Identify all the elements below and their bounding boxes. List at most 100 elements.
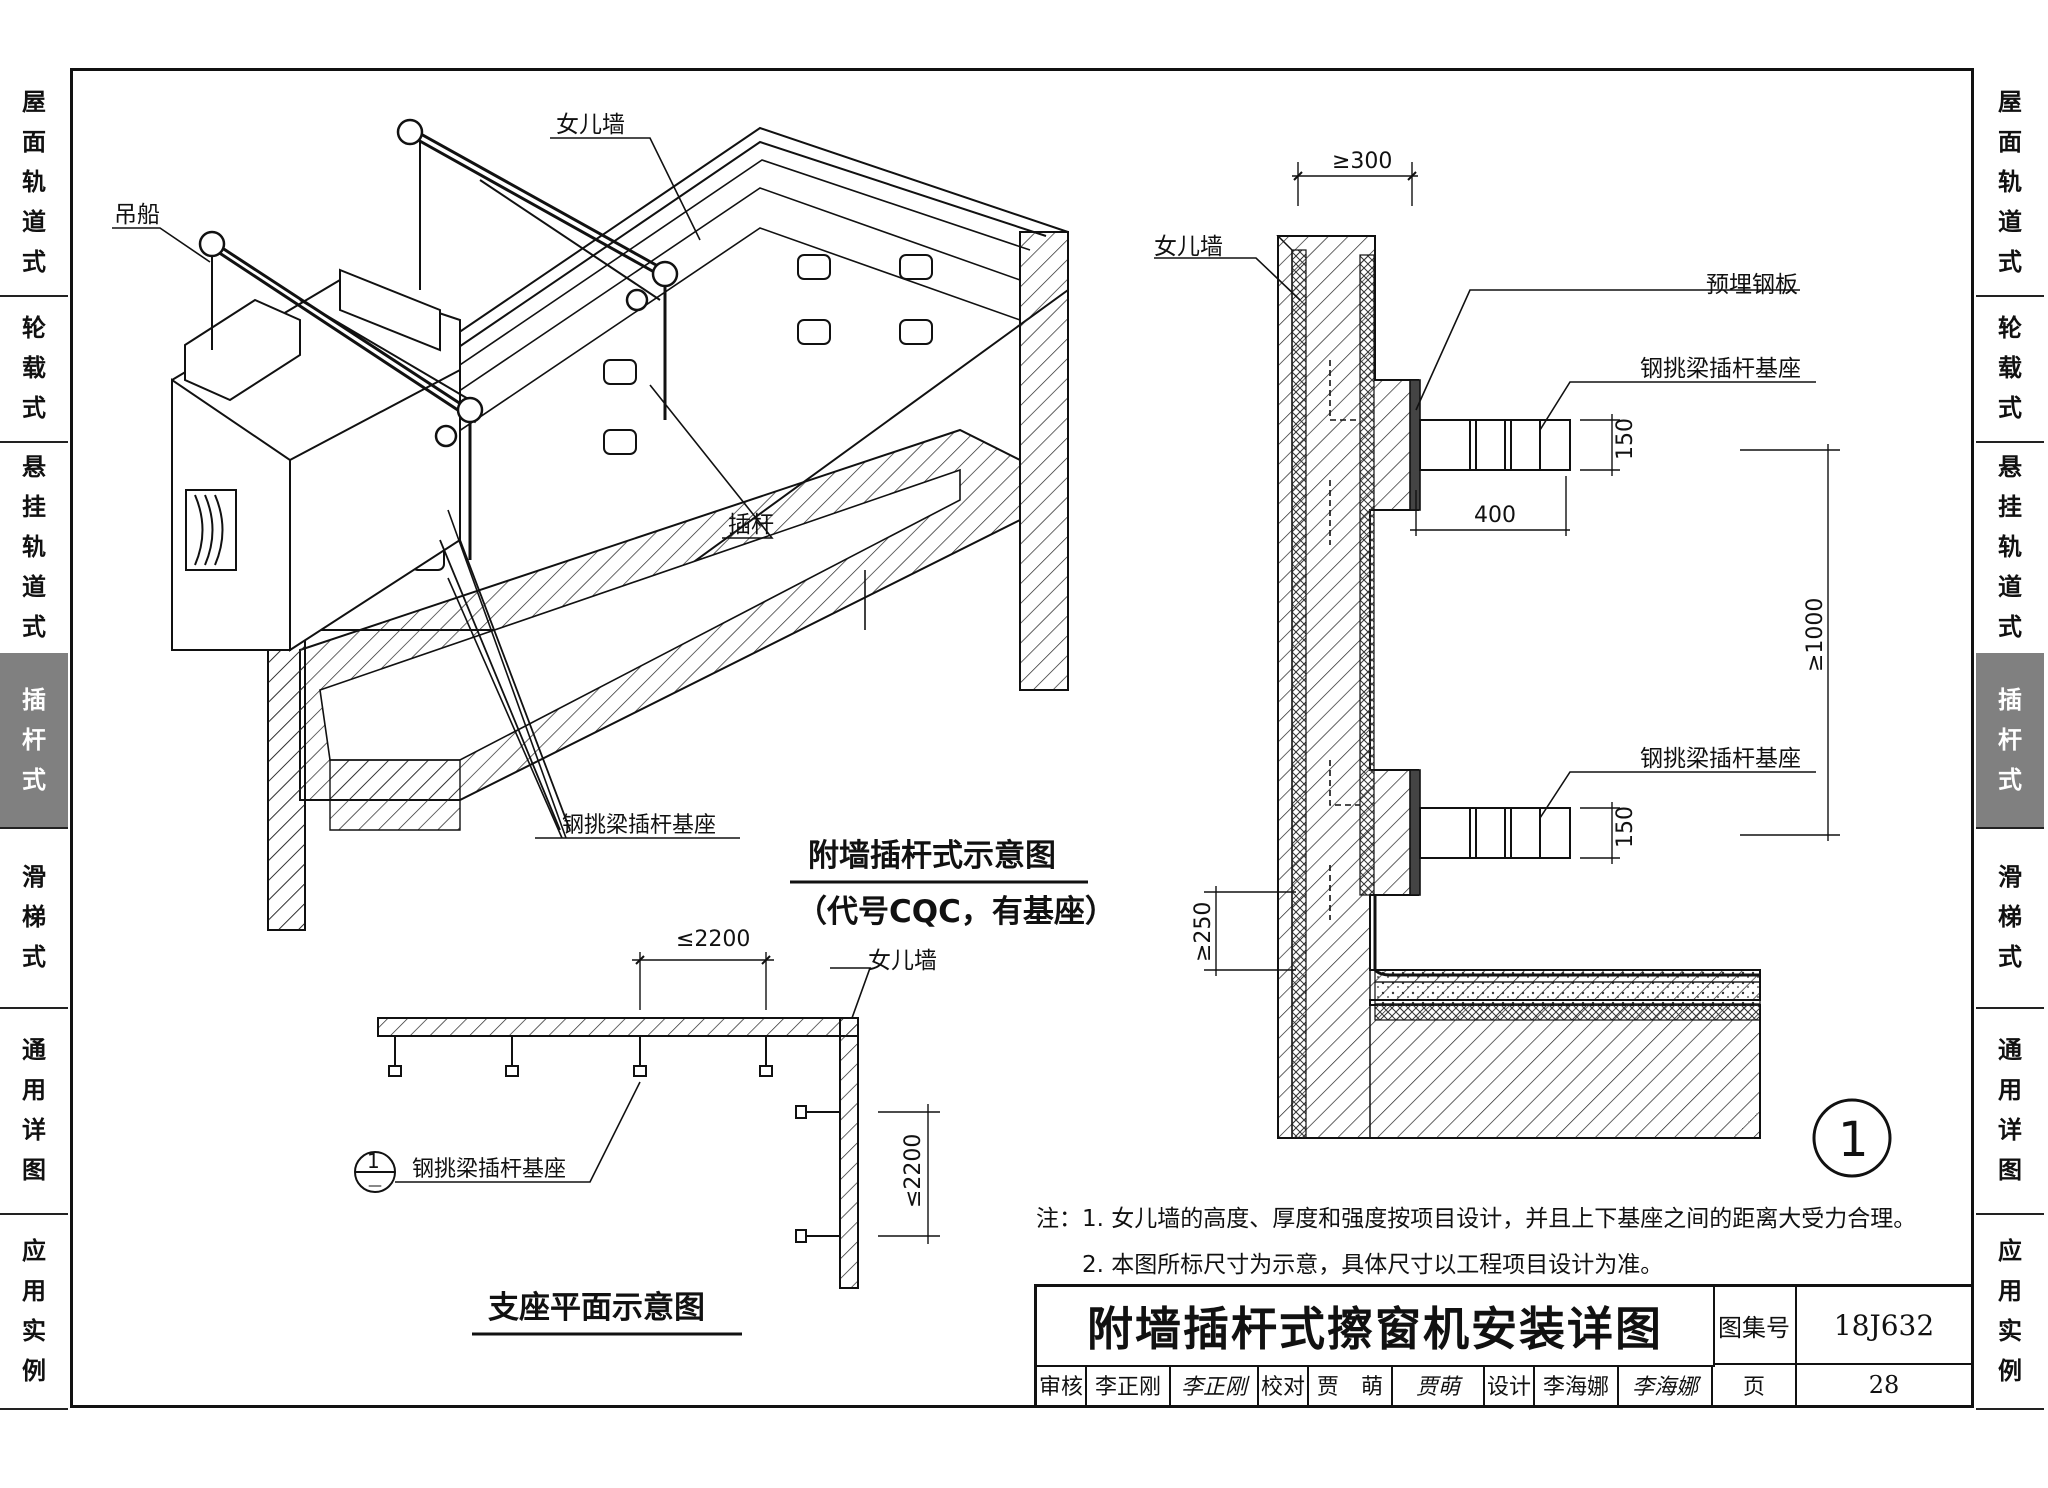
- section-dim-250: ≥250: [1191, 902, 1216, 962]
- design-signature: 李海娜: [1619, 1365, 1713, 1405]
- side-tab-left-3[interactable]: 插杆式: [0, 653, 68, 829]
- section-dim-1000: ≥1000: [1803, 598, 1828, 672]
- side-tab-char: 插: [22, 686, 46, 714]
- side-tab-char: 道: [22, 207, 46, 236]
- notes-prefix: 注：: [1036, 1206, 1082, 1232]
- section-dim-150-b: 150: [1613, 806, 1638, 848]
- iso-leaders: [112, 137, 774, 839]
- side-tab-right-4[interactable]: 滑梯式: [1976, 827, 2044, 1009]
- title-block: 附墙插杆式擦窗机安装详图 图集号 18J632 审核 李正刚 李正刚 校对 贾 …: [1034, 1284, 1974, 1408]
- side-tab-right-6[interactable]: 应用实例: [1976, 1213, 2044, 1410]
- side-tab-right-3[interactable]: 插杆式: [1976, 653, 2044, 829]
- plan-view: ≤2200 ≤2200 1 — 钢挑梁插杆基座 女儿墙 支座平面示意图: [354, 927, 940, 1336]
- side-tab-char: 用: [22, 1276, 46, 1305]
- iso-title: 附墙插杆式示意图: [808, 838, 1056, 874]
- side-tab-char: 道: [1998, 573, 2022, 601]
- side-tab-right-0[interactable]: 屋面轨道式: [1976, 68, 2044, 297]
- review-signature: 李正刚: [1171, 1365, 1259, 1405]
- plan-title: 支座平面示意图: [488, 1290, 705, 1326]
- drawing-frame: [70, 68, 1974, 1408]
- side-tab-right-2[interactable]: 悬挂轨道式: [1976, 441, 2044, 655]
- side-tab-right-5[interactable]: 通用详图: [1976, 1007, 2044, 1215]
- side-tab-char: 面: [1998, 127, 2022, 156]
- note-2: 2. 本图所标尺寸为示意，具体尺寸以工程项目设计为准。: [1082, 1252, 1664, 1278]
- section-view: [1276, 235, 1761, 1139]
- side-tab-left-5[interactable]: 通用详图: [0, 1007, 68, 1215]
- section-plate-label: 预埋钢板: [1706, 272, 1798, 298]
- check-label: 校对: [1259, 1365, 1309, 1405]
- section-dims: [1204, 162, 1840, 976]
- side-tab-char: 轮: [1998, 314, 2022, 342]
- check-name: 贾 萌: [1309, 1365, 1393, 1405]
- side-tab-char: 例: [1998, 1356, 2022, 1385]
- side-tab-right-1[interactable]: 轮载式: [1976, 295, 2044, 443]
- notes: 注：1. 女儿墙的高度、厚度和强度按项目设计，并且上下基座之间的距离大受力合理。…: [1036, 1196, 1976, 1288]
- side-tab-char: 应: [22, 1236, 46, 1265]
- side-tab-char: 式: [1998, 394, 2022, 422]
- side-tab-char: 梯: [22, 903, 46, 931]
- side-tab-char: 轨: [22, 533, 46, 561]
- side-tab-char: 杆: [1998, 726, 2022, 754]
- side-tab-char: 挂: [1998, 493, 2022, 521]
- side-tab-char: 插: [1998, 686, 2022, 714]
- atlas-label: 图集号: [1713, 1287, 1797, 1365]
- side-tab-char: 轨: [1998, 167, 2022, 196]
- side-tab-char: 轮: [22, 314, 46, 342]
- section-base-upper-label: 钢挑梁插杆基座: [1640, 356, 1801, 382]
- isometric-view: [171, 118, 1069, 931]
- side-tab-char: 式: [1998, 766, 2022, 794]
- side-tab-char: 通: [22, 1036, 46, 1064]
- side-tab-char: 图: [22, 1156, 46, 1184]
- gondola: [171, 268, 461, 652]
- plan-parapet-label: 女儿墙: [868, 948, 937, 974]
- parapet-right-wall: [1019, 231, 1069, 691]
- side-tab-char: 滑: [1998, 863, 2022, 891]
- detail-marker: [1812, 1098, 1892, 1178]
- label-insert-rod: 插杆: [728, 512, 774, 538]
- plan-dim-top: ≤2200: [676, 927, 750, 952]
- drawing-title: 附墙插杆式擦窗机安装详图: [1037, 1287, 1715, 1367]
- side-tab-char: 式: [1998, 613, 2022, 641]
- side-tab-left-0[interactable]: 屋面轨道式: [0, 68, 68, 297]
- side-tab-char: 详: [22, 1116, 46, 1144]
- side-tab-char: 屋: [1998, 87, 2022, 116]
- side-tab-left-1[interactable]: 轮载式: [0, 295, 68, 443]
- plan-dim-side: ≤2200: [901, 1134, 926, 1208]
- review-label: 审核: [1037, 1365, 1087, 1405]
- label-gondola: 吊船: [114, 202, 160, 228]
- side-tab-char: 载: [1998, 354, 2022, 382]
- page-label: 页: [1713, 1365, 1797, 1405]
- label-parapet-iso: 女儿墙: [556, 112, 625, 138]
- cantilever-arms: [209, 126, 673, 831]
- side-tab-char: 实: [22, 1316, 46, 1345]
- side-tab-char: 例: [22, 1356, 46, 1385]
- side-tab-left-4[interactable]: 滑梯式: [0, 827, 68, 1009]
- section-base-lower-label: 钢挑梁插杆基座: [1640, 746, 1801, 772]
- side-tab-char: 式: [1998, 943, 2022, 971]
- side-tab-left-6[interactable]: 应用实例: [0, 1213, 68, 1410]
- iso-subtitle: （代号CQC，有基座）: [796, 894, 1116, 930]
- section-dim-400: 400: [1474, 503, 1516, 528]
- side-tab-char: 式: [22, 247, 46, 276]
- side-tab-char: 轨: [1998, 533, 2022, 561]
- side-tab-char: 用: [22, 1076, 46, 1104]
- side-tab-char: 挂: [22, 493, 46, 521]
- section-dim-150-a: 150: [1613, 418, 1638, 460]
- atlas-number: 18J632: [1797, 1287, 1971, 1365]
- note-1: 1. 女儿墙的高度、厚度和强度按项目设计，并且上下基座之间的距离大受力合理。: [1082, 1206, 1917, 1232]
- side-tab-char: 屋: [22, 87, 46, 116]
- review-name: 李正刚: [1087, 1365, 1171, 1405]
- side-tab-char: 载: [22, 354, 46, 382]
- side-tab-char: 滑: [22, 863, 46, 891]
- plan-base-label: 钢挑梁插杆基座: [412, 1157, 566, 1182]
- side-tab-char: 用: [1998, 1276, 2022, 1305]
- side-tab-char: 式: [22, 613, 46, 641]
- left-side-tabs: 屋面轨道式轮载式悬挂轨道式插杆式滑梯式通用详图应用实例: [0, 68, 68, 1410]
- side-tab-char: 轨: [22, 167, 46, 196]
- side-tab-char: 通: [1998, 1036, 2022, 1064]
- page-number: 28: [1868, 1371, 1900, 1399]
- side-tab-char: 实: [1998, 1316, 2022, 1345]
- plan-callout-number: 1: [367, 1149, 380, 1173]
- side-tab-char: 详: [1998, 1116, 2022, 1144]
- side-tab-char: 梯: [1998, 903, 2022, 931]
